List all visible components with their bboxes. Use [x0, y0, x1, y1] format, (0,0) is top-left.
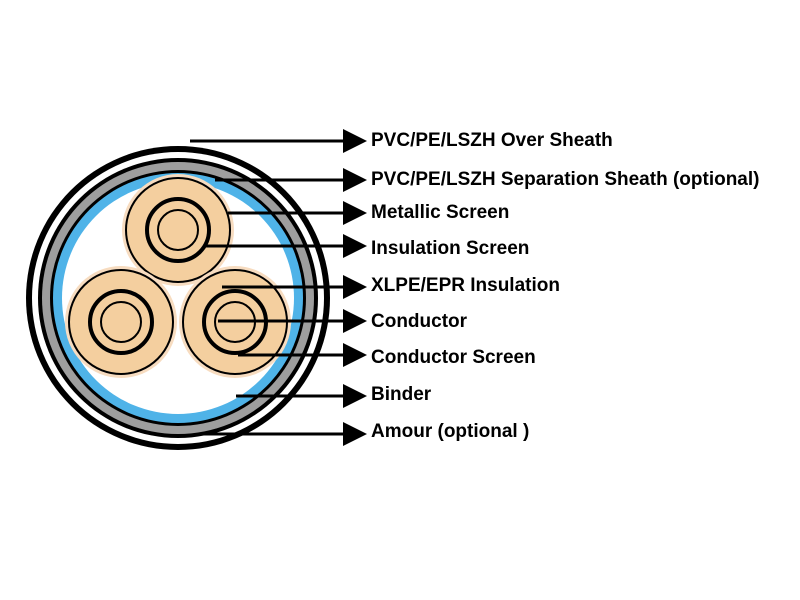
arrowhead-icon: [343, 343, 367, 367]
conductor-screen: [157, 209, 199, 251]
arrowhead-icon: [343, 275, 367, 299]
leader-over-sheath: [190, 129, 367, 153]
label-over-sheath: PVC/PE/LSZH Over Sheath: [371, 130, 613, 151]
core-bottom-left: [65, 266, 177, 378]
arrowhead-icon: [343, 309, 367, 333]
conductor-screen: [100, 301, 142, 343]
arrowhead-icon: [343, 384, 367, 408]
arrowhead-icon: [343, 129, 367, 153]
leader-metallic-screen: [228, 201, 367, 225]
leader-separation-sheath: [215, 168, 367, 192]
label-separation-sheath: PVC/PE/LSZH Separation Sheath (optional): [371, 169, 760, 190]
arrowhead-icon: [343, 201, 367, 225]
leader-conductor: [218, 309, 367, 333]
label-metallic-screen: Metallic Screen: [371, 202, 510, 223]
leader-insulation: [222, 275, 367, 299]
arrowhead-icon: [343, 422, 367, 446]
leader-insulation-screen: [205, 234, 367, 258]
label-binder: Binder: [371, 384, 432, 405]
label-conductor-screen: Conductor Screen: [371, 347, 536, 368]
leader-conductor-screen: [238, 343, 367, 367]
leader-armour: [203, 422, 367, 446]
label-armour: Amour (optional ): [371, 421, 530, 442]
core-top: [122, 174, 234, 286]
label-insulation: XLPE/EPR Insulation: [371, 275, 560, 296]
leader-binder: [236, 384, 367, 408]
arrowhead-icon: [343, 168, 367, 192]
label-conductor: Conductor: [371, 311, 468, 332]
label-insulation-screen: Insulation Screen: [371, 238, 530, 259]
arrowhead-icon: [343, 234, 367, 258]
